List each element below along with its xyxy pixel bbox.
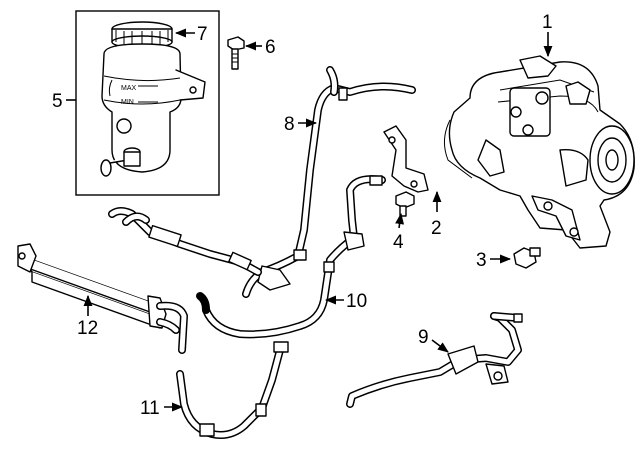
callout-8: 8 bbox=[284, 114, 318, 135]
bolt-3 bbox=[513, 247, 541, 269]
callout-label-2: 2 bbox=[431, 218, 442, 239]
callout-label-6: 6 bbox=[265, 37, 276, 58]
callout-12: 12 bbox=[77, 294, 98, 339]
callout-11: 11 bbox=[140, 398, 184, 419]
callout-label-5: 5 bbox=[52, 91, 63, 112]
callout-2: 2 bbox=[431, 190, 442, 239]
callout-9: 9 bbox=[418, 327, 449, 353]
callout-label-12: 12 bbox=[77, 318, 98, 339]
power-steering-pump bbox=[444, 55, 635, 249]
callout-10: 10 bbox=[324, 291, 367, 312]
callout-label-3: 3 bbox=[476, 250, 487, 271]
callout-7: 7 bbox=[174, 24, 208, 45]
bracket-2 bbox=[383, 125, 429, 193]
reservoir-group: MAX MIN bbox=[75, 10, 220, 196]
hose-9 bbox=[346, 312, 523, 408]
hose-11 bbox=[176, 341, 289, 439]
callout-5: 5 bbox=[52, 91, 76, 112]
bolt-6 bbox=[227, 36, 245, 70]
callout-label-9: 9 bbox=[418, 327, 429, 348]
callout-1: 1 bbox=[542, 12, 553, 58]
callout-label-1: 1 bbox=[542, 12, 553, 33]
max-mark: MAX bbox=[121, 85, 137, 92]
callout-label-4: 4 bbox=[393, 232, 404, 253]
callout-label-11: 11 bbox=[140, 398, 160, 419]
cooler-return-line bbox=[108, 207, 262, 276]
leader-line-4 bbox=[395, 212, 405, 229]
callout-3: 3 bbox=[476, 250, 512, 271]
callout-label-10: 10 bbox=[346, 291, 367, 312]
callout-label-8: 8 bbox=[284, 114, 295, 135]
callout-label-7: 7 bbox=[197, 24, 208, 45]
hose-10 bbox=[196, 175, 386, 339]
min-mark: MIN bbox=[121, 99, 134, 106]
callout-4: 4 bbox=[393, 212, 405, 253]
oil-cooler-12 bbox=[17, 243, 188, 354]
bolt-4 bbox=[395, 191, 415, 217]
reservoir-body: MAX MIN bbox=[100, 43, 206, 177]
leader-line-9 bbox=[431, 339, 449, 353]
callout-6: 6 bbox=[244, 37, 276, 58]
